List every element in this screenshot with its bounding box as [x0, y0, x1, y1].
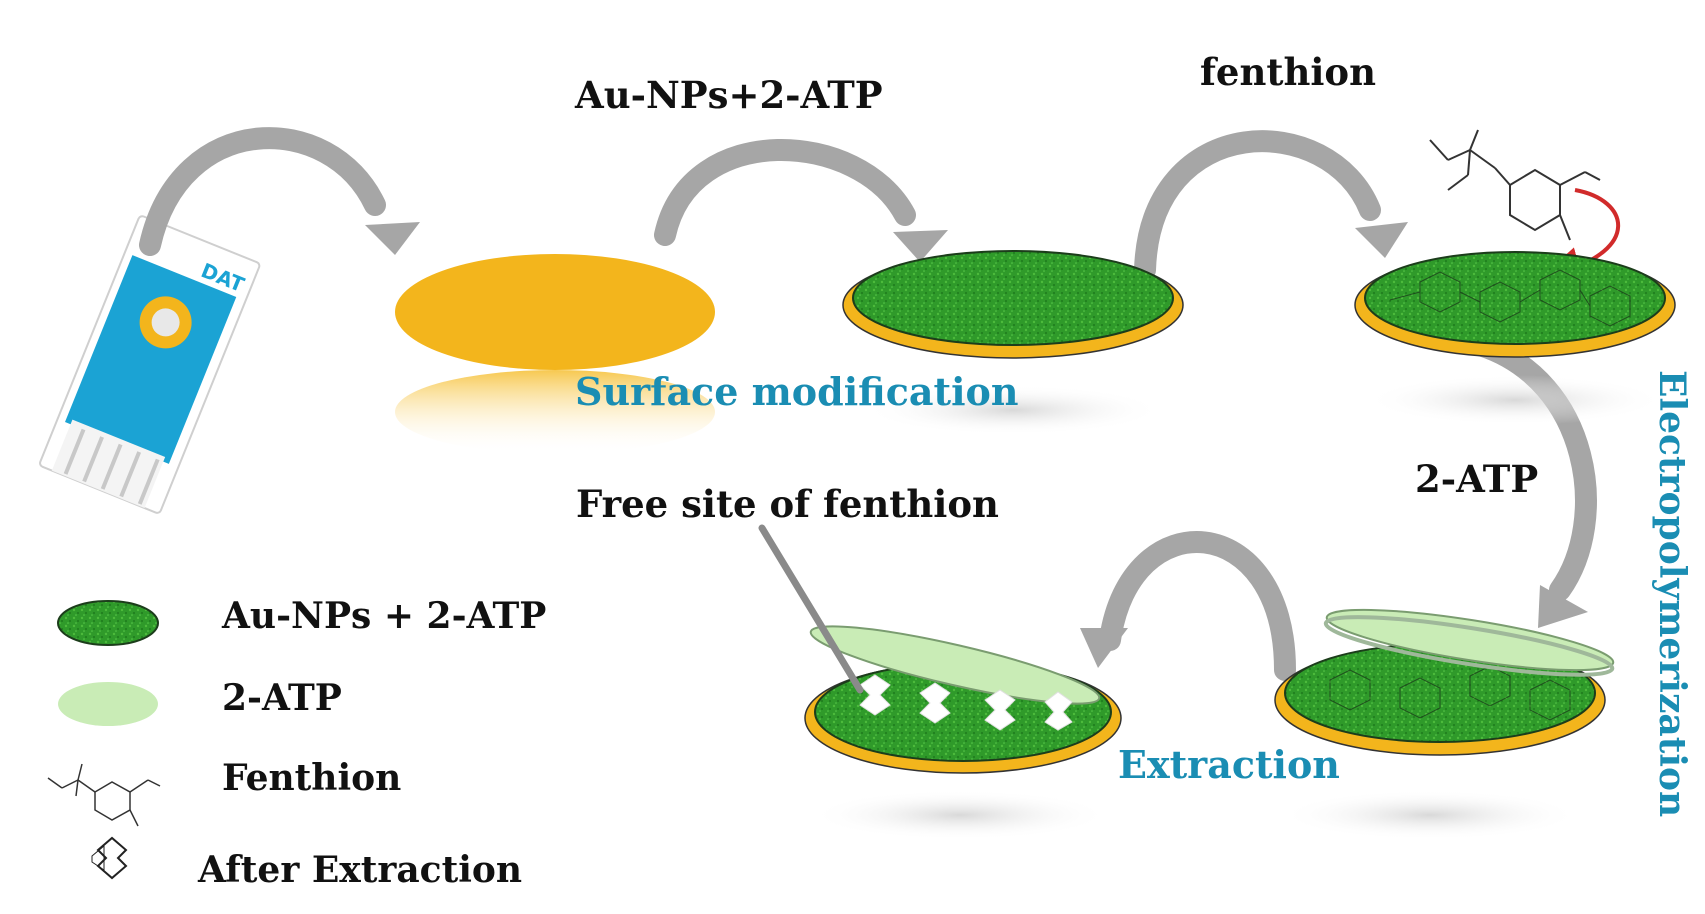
extraction-label: Extraction — [1118, 742, 1340, 787]
electropolymerization-label: Electropolymerization — [1651, 370, 1693, 817]
step3-reagent-label: 2-ATP — [1415, 457, 1538, 501]
arrow-gold-to-green — [654, 139, 916, 246]
legend: Au-NPs + 2-ATP 2-ATP Fenthion — [47, 595, 546, 891]
fenthion-molecule-structure — [1429, 129, 1601, 241]
step1-reagent-label: Au-NPs+2-ATP — [574, 73, 883, 117]
surface-modification-label: Surface modification — [575, 369, 1019, 414]
polymerized-electrode — [1274, 608, 1615, 840]
legend-swatch-green-disc — [57, 600, 159, 646]
free-cavity-markers — [859, 674, 1073, 731]
arrowhead-2 — [893, 230, 948, 262]
legend-cavity-icon — [91, 836, 128, 880]
legend-item-fenthion: Fenthion — [47, 757, 401, 827]
legend-label: 2-ATP — [222, 677, 342, 719]
aunps-modified-electrode — [842, 250, 1184, 435]
legend-label: Fenthion — [222, 757, 401, 799]
arrow-green-to-imprint — [1134, 130, 1381, 281]
legend-fenthion-structure-icon — [47, 763, 161, 827]
step2-reagent-label: fenthion — [1200, 50, 1376, 94]
legend-item-2atp: 2-ATP — [58, 677, 342, 726]
arrowheads — [365, 222, 1588, 668]
imprinted-electrode — [1354, 251, 1676, 425]
legend-label: After Extraction — [197, 849, 522, 891]
free-site-label: Free site of fenthion — [576, 482, 999, 526]
extracted-electrode — [758, 524, 1122, 840]
arrow-electrode-to-gold — [139, 127, 386, 256]
arrowhead-1 — [365, 222, 420, 255]
legend-swatch-light-green-disc — [58, 682, 158, 726]
legend-label: Au-NPs + 2-ATP — [221, 595, 546, 637]
arrowhead-3 — [1355, 222, 1408, 258]
screen-printed-electrode: DAT — [39, 215, 261, 514]
arrowhead-4 — [1538, 585, 1588, 628]
bare-gold-electrode — [395, 254, 715, 454]
arrow-polymer-to-extracted — [1099, 531, 1296, 681]
free-site-pointer — [758, 524, 864, 694]
legend-item-au-nps-2atp: Au-NPs + 2-ATP — [57, 595, 546, 646]
arrow-imprint-to-polymer — [1469, 334, 1597, 601]
legend-item-after-extraction: After Extraction — [91, 836, 522, 891]
arrowhead-5 — [1080, 628, 1128, 668]
process-arrows — [139, 127, 1597, 681]
